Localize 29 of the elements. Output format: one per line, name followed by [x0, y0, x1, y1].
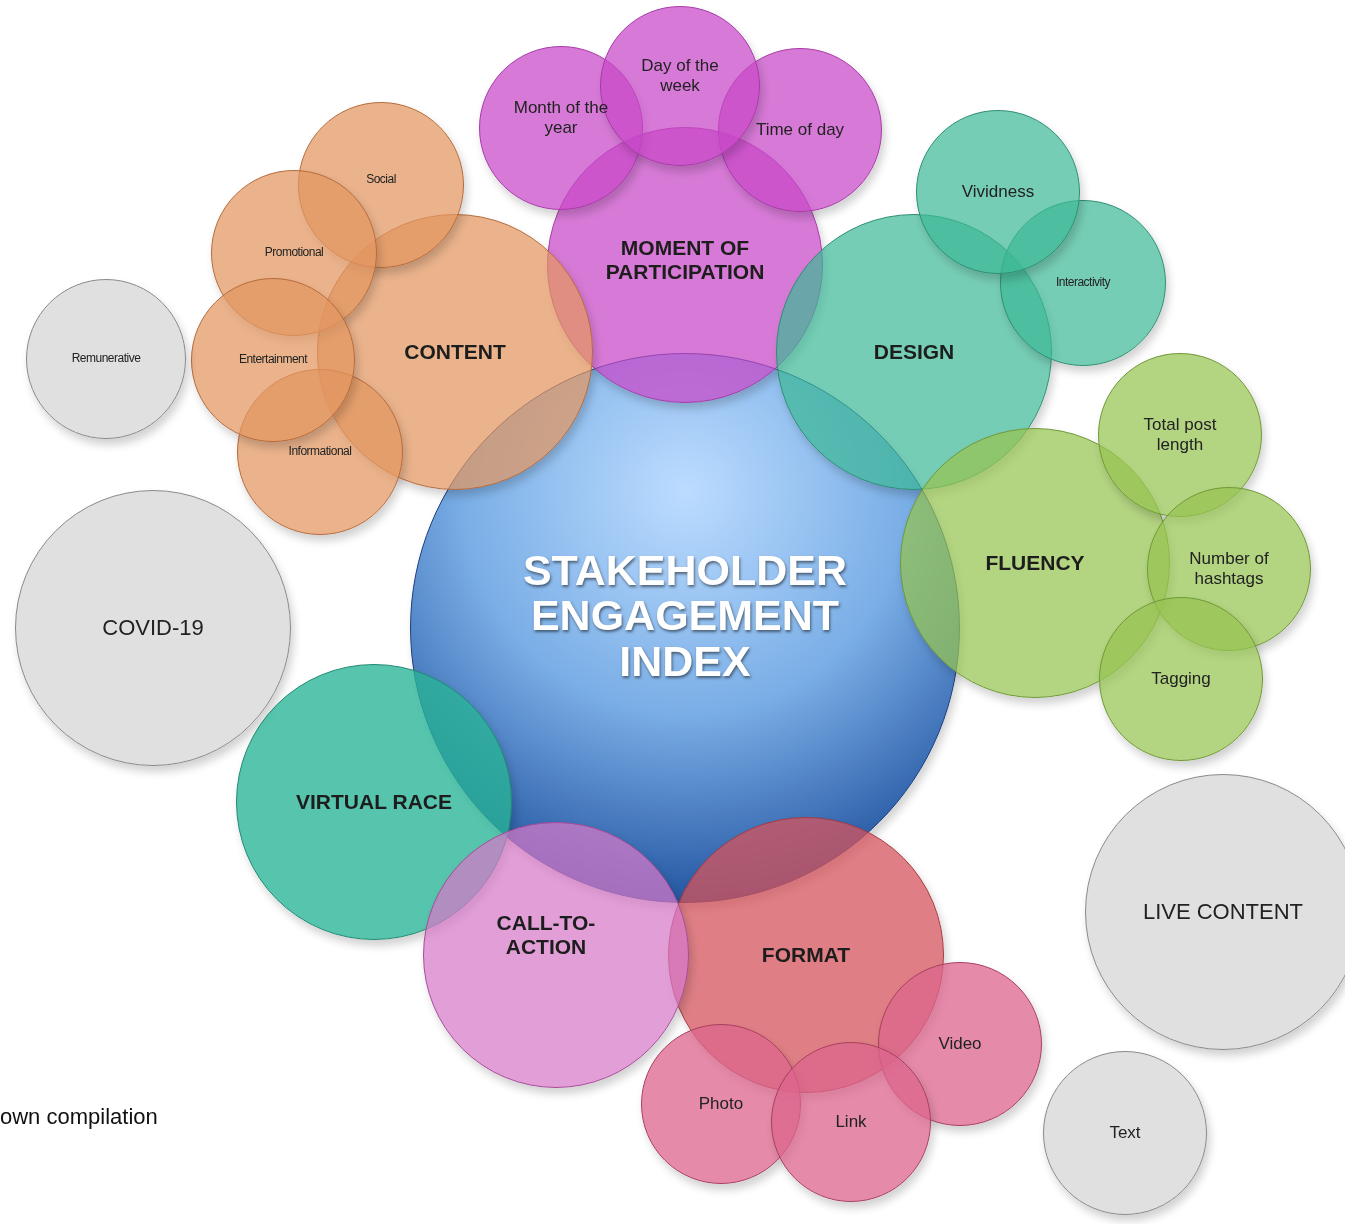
- circle-label: DESIGN: [873, 339, 955, 365]
- circle-label: Number of hashtags: [1188, 549, 1270, 589]
- circle-label: CALL-TO-ACTION: [495, 910, 597, 960]
- circle-label: Day of the week: [640, 56, 720, 96]
- circle-label: Promotional: [264, 246, 324, 260]
- circle-label: COVID-19: [102, 615, 204, 641]
- circle-label: Video: [938, 1034, 982, 1054]
- circle-label: FORMAT: [761, 942, 851, 968]
- circle-label: STAKEHOLDER ENGAGEMENT INDEX: [521, 548, 849, 684]
- source-note: own compilation: [0, 1104, 158, 1130]
- circle-label: Entertainment: [238, 353, 308, 367]
- circle-label: LIVE CONTENT: [1142, 899, 1304, 925]
- circle-label: FLUENCY: [985, 550, 1085, 576]
- circle-label: VIRTUAL RACE: [296, 789, 452, 815]
- circle-label: Link: [835, 1112, 867, 1132]
- circle-label: Time of day: [755, 120, 845, 140]
- circle-label: CONTENT: [404, 339, 506, 365]
- subcategory-circle: [1043, 1051, 1207, 1215]
- circle-label: Remunerative: [71, 352, 141, 366]
- circle-label: Month of the year: [512, 98, 610, 138]
- circle-label: Vividness: [961, 182, 1035, 202]
- circle-label: Social: [366, 173, 396, 187]
- circle-label: Interactivity: [1055, 276, 1111, 290]
- circle-label: Informational: [288, 445, 352, 459]
- circle-label: Total post length: [1142, 415, 1218, 455]
- circle-label: Tagging: [1151, 669, 1211, 689]
- circle-label: Text: [1109, 1123, 1141, 1143]
- circle-label: MOMENT OF PARTICIPATION: [604, 235, 766, 285]
- circle-label: Photo: [698, 1094, 744, 1114]
